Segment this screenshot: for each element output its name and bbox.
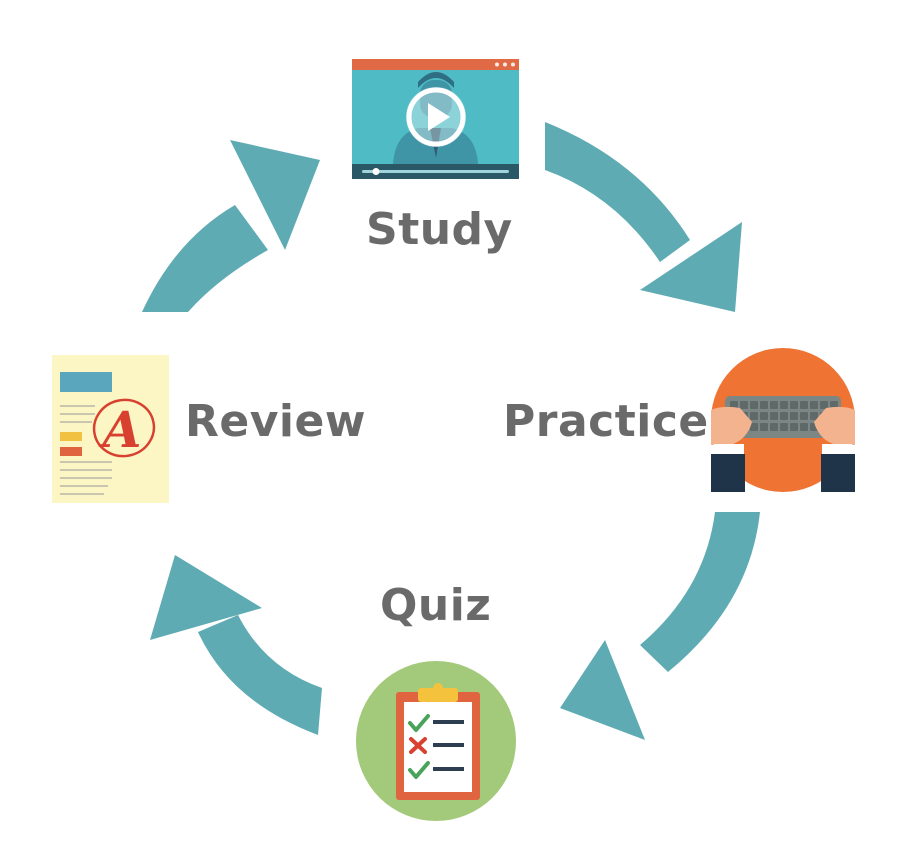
keyboard-hands-icon — [711, 348, 855, 492]
keyboard-key — [730, 401, 738, 409]
keyboard-key — [750, 412, 758, 420]
step-label-quiz: Quiz — [380, 580, 492, 631]
cycle-arrows — [142, 122, 760, 740]
keyboard-key — [820, 401, 828, 409]
keyboard-key — [750, 423, 758, 431]
keyboard-key — [790, 423, 798, 431]
step-label-study: Study — [366, 204, 513, 255]
keyboard-key — [780, 401, 788, 409]
step-label-practice: Practice — [503, 396, 709, 447]
keyboard-key — [810, 401, 818, 409]
keyboard-key — [790, 412, 798, 420]
graded-paper-icon: A — [52, 355, 169, 503]
keyboard-key — [770, 423, 778, 431]
keyboard-key — [770, 412, 778, 420]
arrow-study-to-practice — [545, 122, 742, 312]
keyboard-key — [760, 423, 768, 431]
keyboard-key — [760, 412, 768, 420]
keyboard-key — [810, 412, 818, 420]
step-label-review: Review — [185, 396, 366, 447]
arrow-practice-to-quiz — [560, 512, 760, 740]
keyboard-key — [800, 401, 808, 409]
keyboard-key — [780, 412, 788, 420]
arrow-review-to-study — [142, 140, 320, 312]
keyboard-key — [760, 401, 768, 409]
clipboard-checklist-icon — [356, 661, 516, 821]
grade-mark: A — [99, 400, 142, 459]
keyboard-key — [750, 401, 758, 409]
arrow-quiz-to-review — [150, 555, 322, 735]
keyboard-key — [800, 423, 808, 431]
keyboard-key — [800, 412, 808, 420]
keyboard-key — [790, 401, 798, 409]
keyboard-key — [780, 423, 788, 431]
keyboard-key — [740, 401, 748, 409]
video-player-icon — [352, 59, 519, 179]
keyboard-key — [770, 401, 778, 409]
